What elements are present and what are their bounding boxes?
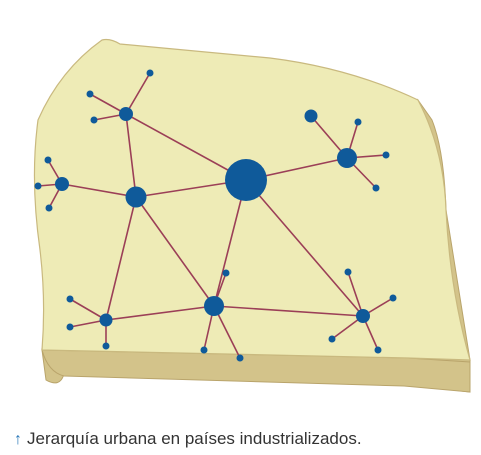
city-node — [356, 309, 370, 323]
town-node — [328, 335, 336, 343]
town-node — [222, 269, 230, 277]
figure-caption: ↑ Jerarquía urbana en países industrializ… — [14, 427, 474, 451]
city-node — [304, 109, 318, 123]
town-node — [34, 182, 42, 190]
town-node — [354, 118, 362, 126]
route-line — [61, 183, 137, 198]
city-node — [55, 177, 69, 191]
town-node — [374, 346, 382, 354]
town-node — [344, 268, 352, 276]
route-line — [135, 196, 215, 307]
town-node — [372, 184, 380, 192]
town-node — [90, 116, 98, 124]
town-node — [236, 354, 244, 362]
town-node — [200, 346, 208, 354]
town-node — [382, 151, 390, 159]
city-node — [99, 313, 113, 327]
town-node — [102, 342, 110, 350]
route-line — [125, 72, 151, 115]
town-node — [389, 294, 397, 302]
route-line — [125, 113, 247, 181]
town-node — [146, 69, 154, 77]
up-arrow-icon: ↑ — [14, 431, 22, 448]
town-node — [66, 323, 74, 331]
town-node — [66, 295, 74, 303]
capital-city-node — [225, 159, 267, 201]
route-line — [125, 113, 137, 198]
town-node — [45, 204, 53, 212]
route-line — [213, 305, 364, 317]
route-line — [213, 179, 247, 307]
town-node — [86, 90, 94, 98]
regional-city-node — [204, 296, 224, 316]
route-line — [105, 305, 215, 321]
route-line — [245, 179, 364, 317]
regional-city-node — [337, 148, 357, 168]
route-line — [69, 298, 107, 321]
urban-network-diagram — [33, 38, 471, 393]
route-line — [105, 196, 137, 321]
route-line — [347, 271, 364, 317]
caption-text: Jerarquía urbana en países industrializa… — [27, 429, 362, 448]
town-node — [44, 156, 52, 164]
city-nodes — [34, 69, 397, 362]
city-node — [119, 107, 133, 121]
regional-city-node — [125, 186, 147, 208]
